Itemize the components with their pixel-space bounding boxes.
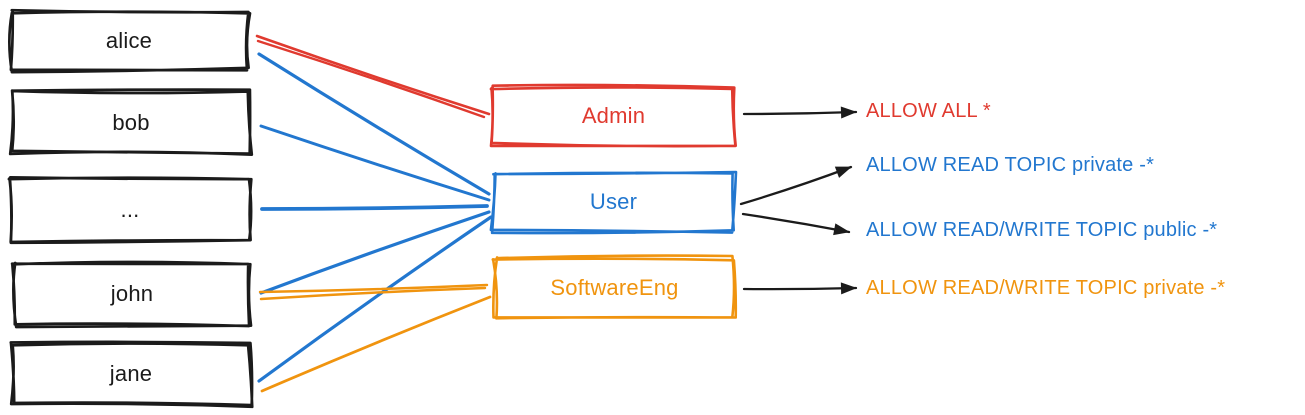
role-box-user-outline bbox=[489, 170, 738, 235]
edge-ellipsis-user-line bbox=[260, 204, 489, 211]
edge-jane-user-line bbox=[257, 215, 493, 383]
edge-john-softwareeng-line bbox=[258, 283, 489, 294]
edge-alice-user-line bbox=[257, 52, 491, 196]
edge-john-softwareeng-line-2 bbox=[259, 286, 487, 301]
user-box-john-outline bbox=[10, 260, 253, 329]
edge-alice-admin-line bbox=[255, 34, 491, 116]
user-box-alice-outline bbox=[8, 8, 252, 74]
arrow-admin-allow-all bbox=[742, 106, 858, 119]
edge-bob-user-line bbox=[259, 124, 491, 202]
arrow-user-allow-read-private bbox=[739, 165, 853, 206]
user-box-ellipsis-outline bbox=[7, 176, 253, 245]
edge-jane-softwareeng-line bbox=[260, 295, 492, 393]
role-box-softwareeng-outline bbox=[491, 254, 738, 320]
arrow-user-allow-readwrite-public bbox=[741, 212, 851, 236]
user-box-bob-outline bbox=[8, 88, 254, 156]
arrow-softwareeng-allow-readwrite-private bbox=[742, 282, 858, 295]
user-box-jane-outline bbox=[9, 340, 254, 409]
edge-alice-admin-line-2 bbox=[256, 39, 486, 119]
role-box-admin-outline bbox=[489, 83, 737, 148]
edge-john-user-line bbox=[259, 210, 491, 295]
